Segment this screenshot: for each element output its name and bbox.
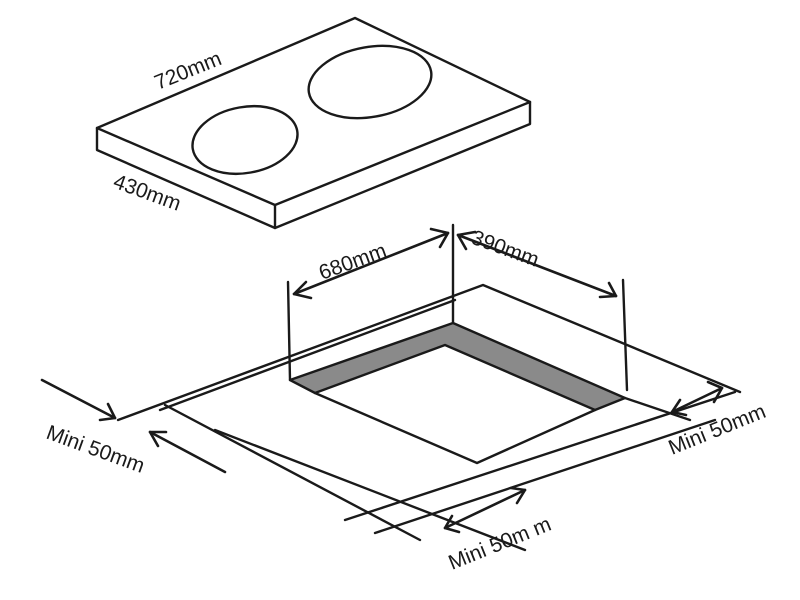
label-cooktop-depth: 430mm (110, 170, 184, 216)
arrow-clearance-left (148, 430, 227, 474)
arrowhead (706, 380, 724, 404)
countertop-line (373, 418, 717, 535)
arrowhead (456, 230, 477, 251)
burner-front (191, 105, 299, 175)
label-cooktop-width: 720mm (151, 47, 225, 95)
dimension-lines (40, 223, 724, 534)
label-cutout-depth: 390mm (468, 226, 542, 272)
countertop-back-edge (116, 283, 742, 422)
countertop (116, 283, 742, 552)
cooktop (95, 16, 532, 230)
cooktop-top-face (95, 16, 532, 207)
countertop-line (158, 298, 457, 412)
countertop-line (623, 396, 692, 422)
label-clearance-left: Mini 50mm (43, 421, 147, 478)
arrow-clearance-right (670, 386, 724, 414)
extension-line (621, 278, 629, 392)
extension-line (286, 280, 292, 382)
arrowhead (148, 430, 168, 448)
arrowhead (509, 486, 527, 505)
cutout-front-edges (313, 391, 597, 465)
arrow-clearance-left (40, 378, 117, 420)
label-cutout-width: 680mm (316, 239, 390, 285)
cutout-edge-shading (288, 321, 627, 412)
countertop-line (163, 403, 422, 542)
arrowhead (292, 280, 313, 300)
arrowhead (670, 398, 688, 417)
arrowhead (598, 281, 618, 299)
burner-back (307, 44, 433, 120)
arrowhead (443, 514, 461, 534)
arrow-clearance-front (443, 488, 527, 530)
arrow-cutout-depth (456, 233, 618, 298)
countertop-line (213, 428, 527, 552)
label-clearance-front: Mini 50m m (445, 513, 554, 575)
arrowhead (429, 227, 450, 249)
arrowhead (98, 402, 117, 422)
arrow-cutout-width (292, 231, 450, 296)
